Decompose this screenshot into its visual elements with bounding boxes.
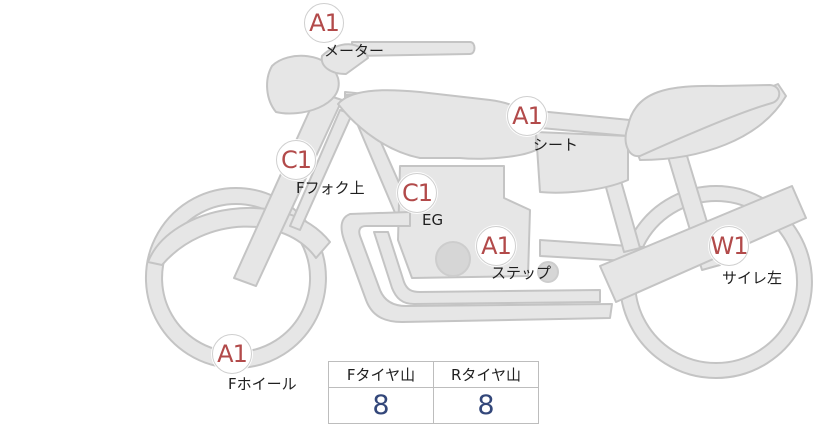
- handlebar: [351, 41, 476, 57]
- badge-seat: A1: [507, 96, 547, 136]
- engine-cover: [435, 241, 471, 277]
- label-engine: EG: [422, 211, 444, 229]
- label-fork: Fフォク上: [296, 179, 365, 197]
- label-wheel: Fホイール: [228, 375, 297, 393]
- side-cover: [535, 131, 629, 194]
- badge-muffler: W1: [709, 226, 749, 266]
- rear-wheel: [619, 185, 813, 379]
- headlight: [266, 54, 340, 115]
- badge-step: A1: [476, 226, 516, 266]
- rear-tread-header: Rタイヤ山: [433, 361, 539, 388]
- exhaust-pipe-2: [373, 231, 601, 305]
- fuel-tank: [337, 89, 537, 160]
- front-tread-header: Fタイヤ山: [328, 361, 434, 388]
- badge-meter: A1: [304, 3, 344, 43]
- meter-cluster: [320, 43, 369, 75]
- rear-tread-value: 8: [433, 387, 539, 424]
- tread-depth-table: Fタイヤ山 Rタイヤ山 8 8: [328, 361, 539, 424]
- front-tread-value: 8: [328, 387, 434, 424]
- label-meter: メーター: [324, 42, 385, 60]
- seat: [624, 84, 781, 158]
- muffler: [599, 185, 807, 303]
- label-muffler: サイレ左: [722, 269, 783, 287]
- label-step: ステップ: [491, 264, 552, 282]
- engine-hub: [537, 261, 559, 283]
- exhaust-pipe: [340, 211, 613, 323]
- badge-wheel: A1: [212, 334, 252, 374]
- label-seat: シート: [533, 136, 579, 154]
- badge-engine: C1: [397, 173, 437, 213]
- badge-fork: C1: [276, 140, 316, 180]
